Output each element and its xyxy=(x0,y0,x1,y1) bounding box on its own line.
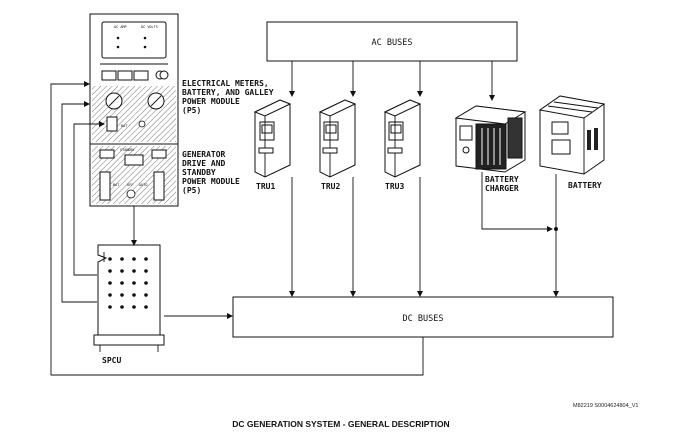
ac-bus-feeds xyxy=(289,61,495,101)
tru1-label: TRU1 xyxy=(256,182,275,191)
p5-module-1-label: ELECTRICAL METERS, BATTERY, AND GALLEY P… xyxy=(182,79,278,115)
ac-buses-label: AC BUSES xyxy=(372,38,413,48)
control-feedback-lines xyxy=(50,81,424,376)
dc-buses-label: DC BUSES xyxy=(403,314,444,324)
tru3-label: TRU3 xyxy=(385,182,404,191)
svg-text:BAT: BAT xyxy=(113,183,120,187)
svg-text:OFF: OFF xyxy=(127,183,133,187)
tru2-label: TRU2 xyxy=(321,182,340,191)
battery-charger-path xyxy=(481,172,559,297)
svg-text:BAT: BAT xyxy=(121,124,128,128)
p5-electrical-meters-module: AC AMP DC VOLTS BAT xyxy=(89,13,179,145)
battery-charger-unit xyxy=(454,105,527,173)
spcu-connector-grid xyxy=(108,257,148,309)
tru1-unit xyxy=(253,99,292,178)
spcu-unit xyxy=(93,244,165,352)
battery-label: BATTERY xyxy=(568,181,602,190)
figure-caption: DC GENERATION SYSTEM - GENERAL DESCRIPTI… xyxy=(232,419,449,429)
svg-text:AUTO: AUTO xyxy=(139,183,147,187)
p5-generator-drive-module: STANDBY BAT OFF AUTO xyxy=(89,143,179,207)
spcu-label: SPCU xyxy=(102,356,121,365)
svg-text:DC VOLTS: DC VOLTS xyxy=(141,25,158,29)
tru2-unit xyxy=(318,99,357,178)
figure-reference: M82219 S0004624804_V1 xyxy=(573,403,638,409)
p5-module-2-label: GENERATOR DRIVE AND STANDBY POWER MODULE… xyxy=(182,150,245,195)
junction-dot-icon xyxy=(554,227,558,231)
tru-dc-feeds xyxy=(289,177,423,297)
svg-text:STANDBY: STANDBY xyxy=(120,148,136,152)
tru3-unit xyxy=(383,99,422,178)
ac-buses-box: AC BUSES xyxy=(266,21,518,62)
battery-charger-label: BATTERY CHARGER xyxy=(485,175,524,193)
dc-buses-box: DC BUSES xyxy=(232,296,614,338)
battery-unit xyxy=(538,95,606,175)
svg-text:AC AMP: AC AMP xyxy=(114,25,127,29)
